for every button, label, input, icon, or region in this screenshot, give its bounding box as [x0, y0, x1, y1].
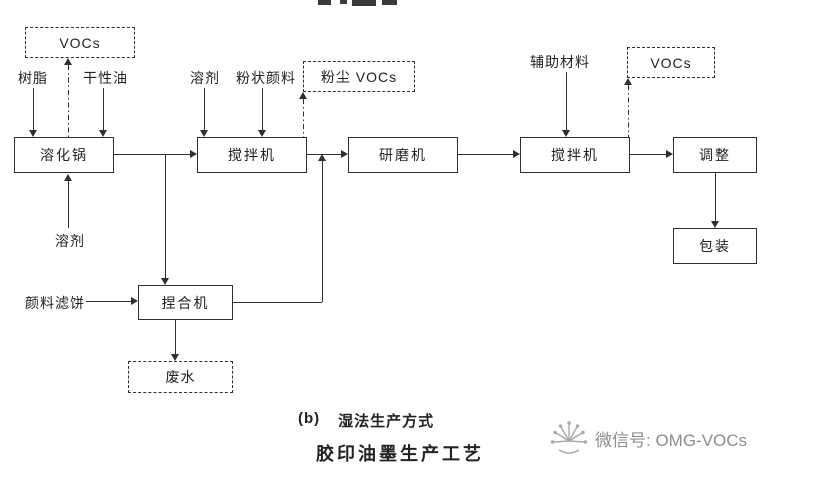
node-vocs-right: VOCs — [627, 47, 715, 78]
arrowhead — [341, 150, 348, 158]
node-packaging: 包装 — [673, 228, 757, 264]
arrowhead — [299, 92, 307, 99]
arrowhead — [131, 297, 138, 305]
watermark: 微信号: OMG-VOCs — [548, 414, 747, 463]
node-adjust: 调整 — [673, 137, 757, 173]
arrowhead — [64, 174, 72, 181]
node-mixer-2: 搅拌机 — [520, 137, 630, 173]
arrowhead — [171, 354, 179, 361]
figure-caption: (b) 湿法生产方式 — [298, 410, 434, 431]
arrowhead — [99, 130, 107, 137]
arrowhead — [562, 130, 570, 137]
caption-text: 湿法生产方式 — [338, 413, 435, 430]
label-resin: 树脂 — [18, 70, 48, 86]
node-mixer-1: 搅拌机 — [197, 137, 307, 173]
arrow-melting-pot-to-mixer1 — [114, 154, 190, 155]
arrow-adjust-to-packaging — [715, 173, 716, 221]
watermark-flower-icon — [548, 414, 590, 463]
node-grinder: 研磨机 — [348, 137, 458, 173]
arrow-powder-pigment-to-mixer1 — [262, 88, 263, 130]
arrowhead — [258, 130, 266, 137]
label-drying-oil: 干性油 — [83, 70, 128, 86]
node-dust-vocs: 粉尘 VOCs — [303, 61, 415, 92]
arrow-mixer2-to-adjust — [630, 154, 666, 155]
node-wastewater: 废水 — [128, 361, 233, 393]
connector-kneader-east — [233, 302, 322, 303]
arrowhead — [318, 154, 326, 161]
label-powder-pigment: 粉状颜料 — [236, 70, 296, 86]
label-aux-material: 辅助材料 — [530, 54, 590, 70]
label-pigment-filter-cake: 颜料滤饼 — [25, 295, 85, 311]
arrow-solvent-to-melting-pot — [68, 181, 69, 228]
arrow-grinder-to-mixer2 — [458, 154, 513, 155]
arrowhead — [513, 150, 520, 158]
arrow-drying-oil-to-melting-pot — [103, 88, 104, 130]
arrowhead — [666, 150, 673, 158]
node-vocs-left: VOCs — [25, 27, 135, 58]
emission-melting-pot-to-vocs — [68, 65, 69, 137]
cropped-text-fragment — [382, 0, 397, 5]
arrow-filter-cake-to-kneader — [86, 301, 131, 302]
arrowhead — [711, 221, 719, 228]
arrowhead — [200, 130, 208, 137]
arrowhead — [29, 130, 37, 137]
label-solvent-bottom: 溶剂 — [55, 233, 85, 249]
emission-mixer2-to-vocs — [628, 85, 629, 137]
label-solvent-top: 溶剂 — [190, 70, 220, 86]
watermark-text: 微信号: OMG-VOCs — [595, 431, 748, 450]
caption-index: (b) — [298, 410, 321, 427]
arrowhead — [64, 58, 72, 65]
cropped-text-fragment — [318, 0, 331, 5]
node-melting-pot: 溶化锅 — [14, 137, 114, 173]
arrow-kneader-to-wastewater — [175, 320, 176, 354]
arrowhead — [624, 78, 632, 85]
arrow-solvent-to-mixer1 — [204, 88, 205, 130]
arrow-branch-to-kneader — [165, 155, 166, 278]
diagram-title: 胶印油墨生产工艺 — [316, 444, 484, 464]
node-kneader: 捏合机 — [138, 285, 233, 320]
arrowhead — [190, 150, 197, 158]
emission-mixer1-to-dust-vocs — [303, 99, 304, 137]
cropped-text-fragment — [340, 0, 347, 4]
arrowhead — [161, 278, 169, 285]
cropped-text-fragment — [352, 0, 376, 6]
arrow-resin-to-melting-pot — [33, 88, 34, 130]
arrow-kneader-to-mainline — [322, 161, 323, 302]
arrow-aux-material-to-mixer2 — [566, 72, 567, 130]
